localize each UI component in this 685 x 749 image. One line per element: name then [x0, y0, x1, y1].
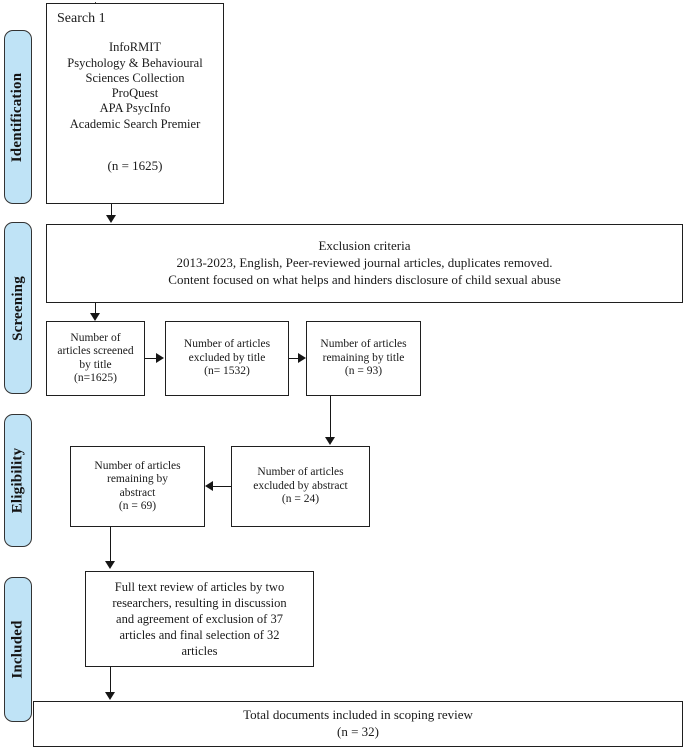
phase-label-included: Included: [9, 620, 26, 679]
search-1-sources: InfoRMIT Psychology & Behavioural Scienc…: [47, 40, 223, 132]
connector-fulltext-to-total: [110, 667, 111, 693]
connector-excluded-abstract-to-remaining-abstract: [213, 486, 232, 487]
remaining-title-line: Number of articles: [320, 338, 407, 351]
arrowhead-down-icon: [90, 313, 100, 321]
screened-line: Number of: [70, 331, 121, 344]
box-excluded-by-abstract: Number of articles excluded by abstract …: [231, 446, 370, 527]
source-line: ProQuest: [111, 86, 159, 101]
fulltext-line: articles: [181, 644, 218, 658]
remaining-abstract-line: (n = 69): [118, 499, 157, 512]
box-total-included: Total documents included in scoping revi…: [33, 701, 683, 747]
search-1-count: (n = 1625): [107, 157, 163, 173]
exclusion-line: Exclusion criteria: [318, 238, 411, 254]
source-line: Psychology & Behavioural: [67, 55, 203, 70]
remaining-abstract-line: remaining by: [107, 473, 168, 486]
arrowhead-down-icon: [105, 692, 115, 700]
remaining-abstract-line: Number of articles: [94, 459, 181, 472]
phase-tab-included: Included: [4, 577, 32, 722]
excluded-title-line: Number of articles: [183, 338, 271, 351]
box-exclusion-criteria: Exclusion criteria 2013-2023, English, P…: [46, 224, 683, 303]
screened-line: articles screened: [57, 345, 134, 358]
phase-label-screening: Screening: [9, 275, 26, 341]
arrowhead-right-icon: [298, 353, 306, 363]
connector-exclusion-to-screened: [95, 303, 96, 315]
source-line: APA PsycInfo: [99, 101, 171, 116]
connector-remaining-title-to-excluded-abstract: [330, 396, 331, 438]
box-remaining-by-title: Number of articles remaining by title (n…: [306, 321, 421, 396]
arrowhead-down-icon: [106, 215, 116, 223]
box-full-text-review: Full text review of articles by two rese…: [85, 571, 314, 667]
fulltext-line: and agreement of exclusion of 37: [116, 612, 283, 626]
source-line: InfoRMIT: [108, 40, 162, 55]
excluded-abstract-line: Number of articles: [257, 466, 344, 479]
box-remaining-by-abstract: Number of articles remaining by abstract…: [70, 446, 205, 527]
box-excluded-by-title: Number of articles excluded by title (n=…: [165, 321, 289, 396]
phase-tab-eligibility: Eligibility: [4, 414, 32, 547]
search-1-title: Search 1: [57, 11, 106, 26]
fulltext-line: Full text review of articles by two: [114, 580, 285, 594]
fulltext-line: researchers, resulting in discussion: [112, 596, 287, 610]
phase-tab-screening: Screening: [4, 222, 32, 394]
phase-tab-identification: Identification: [4, 30, 32, 204]
remaining-title-line: (n = 93): [344, 365, 383, 378]
box-search-1: Search 1 InfoRMIT Psychology & Behaviour…: [46, 3, 224, 204]
box-screened-by-title: Number of articles screened by title (n=…: [46, 321, 145, 396]
exclusion-line: 2013-2023, English, Peer-reviewed journa…: [176, 255, 553, 271]
exclusion-line: Content focused on what helps and hinder…: [168, 271, 561, 287]
excluded-abstract-line: excluded by abstract: [253, 479, 348, 492]
arrowhead-right-icon: [156, 353, 164, 363]
remaining-title-line: remaining by title: [322, 351, 405, 364]
screened-line: (n=1625): [74, 371, 117, 384]
screened-line: by title: [79, 358, 112, 371]
excluded-title-line: excluded by title: [188, 351, 266, 364]
connector-screened-to-excluded-title: [145, 358, 158, 359]
arrowhead-down-icon: [325, 437, 335, 445]
phase-label-identification: Identification: [9, 72, 26, 162]
excluded-title-line: (n= 1532): [204, 365, 250, 378]
fulltext-line: articles and final selection of 32: [119, 628, 280, 642]
excluded-abstract-line: (n = 24): [281, 493, 320, 506]
remaining-abstract-line: abstract: [119, 486, 156, 499]
arrowhead-left-icon: [205, 481, 213, 491]
source-line: Academic Search Premier: [69, 116, 201, 131]
phase-label-eligibility: Eligibility: [9, 447, 26, 514]
arrowhead-down-icon: [105, 561, 115, 569]
connector-remaining-abstract-to-fulltext: [110, 527, 111, 562]
total-line: (n = 32): [337, 724, 379, 739]
connector-excluded-to-remaining-title: [289, 358, 302, 359]
total-line: Total documents included in scoping revi…: [243, 707, 473, 723]
source-line: Sciences Collection: [85, 70, 185, 85]
connector-search1-to-exclusion: [111, 204, 112, 217]
